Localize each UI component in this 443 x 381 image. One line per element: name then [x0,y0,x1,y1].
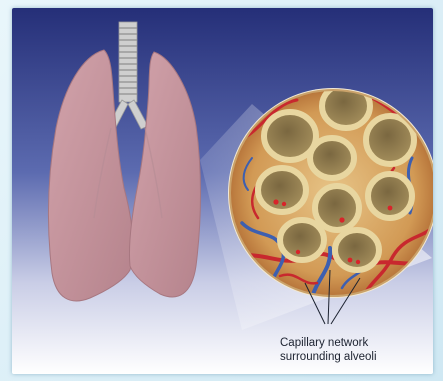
diagram-canvas [12,8,433,374]
lung-diagram: Capillary network surrounding alveoli [12,8,433,374]
callout-label-line2: surrounding alveoli [280,350,420,364]
callout-label-line1: Capillary network [280,336,420,350]
callout-label: Capillary network surrounding alveoli [280,336,420,364]
